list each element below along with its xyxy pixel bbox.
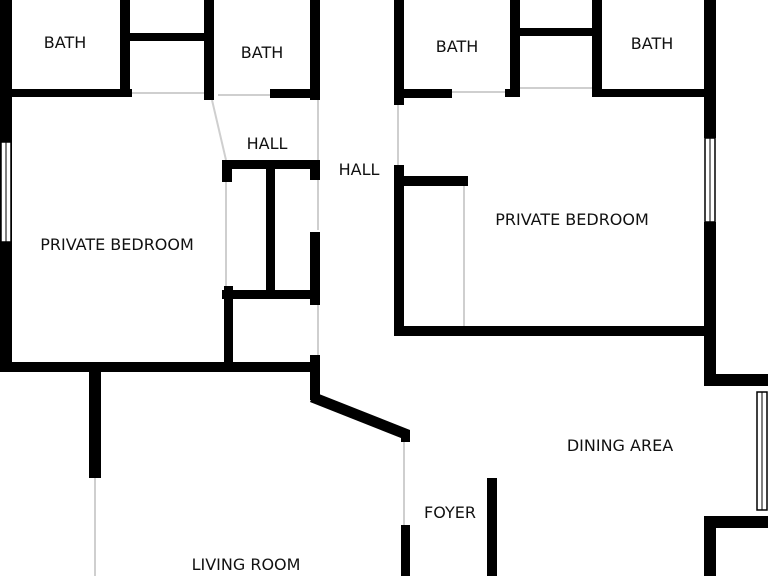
room-label-hall-main: HALL (338, 160, 380, 179)
room-label-bath-4: BATH (630, 34, 674, 53)
wall (505, 89, 520, 97)
wall (120, 0, 130, 97)
wall (592, 0, 602, 96)
wall (310, 232, 320, 305)
wall (89, 368, 101, 478)
wall (222, 160, 320, 169)
room-label-dining: DINING AREA (566, 436, 674, 455)
wall (310, 355, 320, 400)
room-label-bedroom-left: PRIVATE BEDROOM (40, 235, 194, 254)
room-label-bath-3: BATH (435, 37, 479, 56)
wall (401, 525, 410, 576)
wall (704, 516, 768, 528)
room-label-bath-1: BATH (43, 33, 87, 52)
wall (704, 0, 716, 138)
room-label-bedroom-right: PRIVATE BEDROOM (495, 210, 649, 229)
wall (514, 28, 596, 36)
wall (704, 516, 716, 576)
wall (401, 430, 410, 442)
wall (394, 326, 714, 336)
wall (704, 374, 768, 386)
wall (222, 160, 232, 182)
wall (204, 0, 214, 100)
wall (270, 89, 320, 98)
wall (394, 165, 404, 335)
wall (394, 89, 452, 98)
wall (222, 290, 320, 299)
window-panes (5, 138, 763, 510)
wall (224, 286, 233, 368)
opening-line (211, 99, 227, 161)
wall (266, 165, 275, 297)
wall (126, 33, 210, 41)
wall (704, 222, 716, 384)
wall (0, 89, 132, 97)
room-label-bath-2: BATH (240, 43, 284, 62)
openings (94, 87, 592, 576)
wall (510, 0, 520, 96)
room-label-living: LIVING ROOM (191, 555, 301, 574)
wall (310, 0, 320, 100)
room-label-hall-small: HALL (246, 134, 288, 153)
wall (0, 362, 320, 372)
wall (487, 478, 497, 576)
wall (310, 160, 320, 180)
room-label-foyer: FOYER (424, 503, 476, 522)
wall (310, 392, 410, 440)
wall (592, 89, 712, 97)
wall (394, 176, 468, 186)
wall (394, 0, 404, 105)
